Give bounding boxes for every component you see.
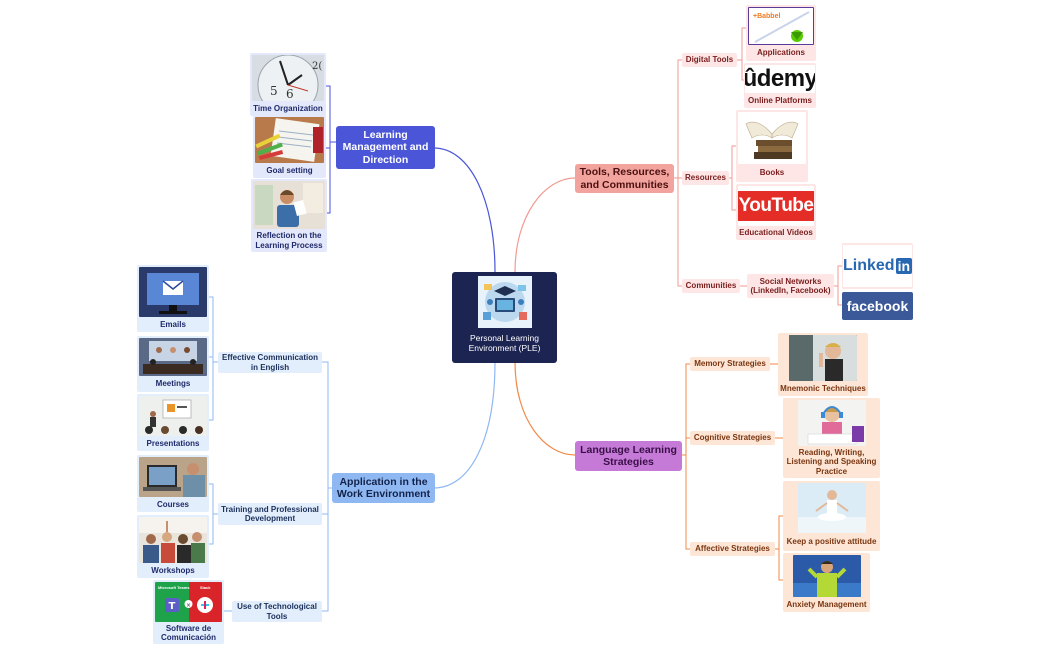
linkedin-card[interactable]: Linked in (842, 243, 913, 289)
clock-image: 5 6 2( (252, 55, 324, 101)
topic-workshops-label: Workshops (151, 565, 195, 575)
subtopic-digital-tools-label: Digital Tools (685, 55, 734, 65)
topic-emails[interactable]: Emails (137, 265, 209, 332)
topic-anxiety-management-label: Anxiety Management (786, 599, 867, 609)
topic-online-platforms[interactable]: ûdemy Online Platforms (744, 63, 816, 108)
subtopic-communities-label: Communities (685, 281, 737, 291)
topic-meetings-label: Meetings (155, 379, 191, 389)
subtopic-affective-strategies-label: Affective Strategies (695, 544, 770, 554)
slack-logo-caption: Slack (200, 585, 211, 590)
topic-anxiety-management[interactable]: Anxiety Management (783, 553, 870, 612)
topic-communication-software[interactable]: T × Microsoft Teams Slack Software de Co… (153, 580, 224, 644)
student-headphones-image (797, 400, 866, 446)
branch-learning-management-label: Learning Management and Direction (342, 129, 429, 166)
topic-communication-software-label: Software de Comunicación (160, 623, 217, 642)
topic-social-networks-label: Social Networks (LinkedIn, Facebook) (750, 276, 831, 295)
facebook-logo: facebook (842, 292, 913, 320)
youtube-logo-text: YouTube (738, 191, 814, 221)
email-monitor-image (139, 267, 207, 317)
topic-applications-label: Applications (756, 48, 805, 58)
laptop-course-image (139, 457, 207, 497)
topic-courses-label: Courses (156, 499, 189, 509)
babbel-duolingo-image: +Babbel (748, 7, 814, 45)
workshop-image (139, 517, 207, 563)
branch-tools-resources-label: Tools, Resources, and Communities (579, 166, 670, 191)
linkedin-in-badge: in (895, 258, 912, 274)
subtopic-cognitive-strategies-label: Cognitive Strategies (693, 433, 772, 443)
subtopic-technological-tools-label: Use of Technological Tools (237, 602, 317, 621)
branch-learning-management[interactable]: Learning Management and Direction (336, 126, 435, 169)
svg-text:6: 6 (286, 87, 294, 101)
topic-mnemonic-techniques[interactable]: Mnemonic Techniques (778, 333, 868, 396)
topic-educational-videos-label: Educational Videos (739, 228, 813, 238)
branch-language-strategies-label: Language Learning Strategies (580, 443, 677, 468)
svg-text:2(: 2( (312, 61, 322, 72)
subtopic-affective-strategies[interactable]: Affective Strategies (690, 542, 775, 556)
svg-text:×: × (186, 602, 191, 609)
babbel-logo-text: +Babbel (753, 13, 781, 20)
youtube-logo: YouTube (738, 186, 814, 226)
topic-skills-practice-label: Reading, Writing, Listening and Speaking… (786, 448, 877, 476)
person-reading-image (253, 181, 325, 229)
udemy-logo-text: ûdemy (745, 65, 815, 92)
topic-time-organization-label: Time Organization (253, 103, 323, 113)
topic-reflection-learning-label: Reflection on the Learning Process (255, 231, 323, 250)
topic-presentations[interactable]: Presentations (137, 394, 209, 451)
udemy-logo: ûdemy (745, 65, 815, 93)
topic-emails-label: Emails (160, 319, 186, 329)
topic-social-networks[interactable]: Social Networks (LinkedIn, Facebook) (747, 274, 834, 298)
subtopic-memory-strategies-label: Memory Strategies (694, 359, 766, 369)
teams-slack-image: T × Microsoft Teams Slack (155, 582, 222, 622)
subtopic-training-development[interactable]: Training and Professional Development (218, 503, 322, 525)
topic-workshops[interactable]: Workshops (137, 515, 209, 578)
topic-goal-setting[interactable]: Goal setting (253, 115, 326, 178)
topic-time-organization[interactable]: 5 6 2( Time Organization (250, 53, 326, 116)
svg-text:T: T (169, 601, 176, 612)
branch-work-environment-label: Application in the Work Environment (336, 475, 431, 500)
books-image (738, 112, 806, 164)
topic-skills-practice[interactable]: Reading, Writing, Listening and Speaking… (783, 398, 880, 478)
branch-language-strategies[interactable]: Language Learning Strategies (575, 441, 682, 471)
branch-work-environment[interactable]: Application in the Work Environment (332, 473, 435, 503)
subtopic-effective-communication[interactable]: Effective Communication in English (218, 352, 322, 373)
topic-goal-setting-label: Goal setting (266, 165, 313, 175)
svg-text:5: 5 (270, 84, 278, 98)
teams-logo-caption: Microsoft Teams (158, 585, 190, 590)
topic-books-label: Books (759, 168, 785, 178)
subtopic-digital-tools[interactable]: Digital Tools (682, 53, 737, 67)
facebook-logo-text: facebook (846, 298, 909, 314)
topic-mnemonic-techniques-label: Mnemonic Techniques (780, 383, 866, 393)
linkedin-logo: Linked in (843, 245, 912, 287)
topic-online-platforms-label: Online Platforms (747, 95, 812, 105)
topic-books[interactable]: Books (736, 110, 808, 182)
branch-tools-resources[interactable]: Tools, Resources, and Communities (575, 164, 674, 193)
central-topic-label: Personal Learning Environment (PLE) (468, 333, 541, 354)
subtopic-resources[interactable]: Resources (682, 171, 729, 185)
learning-environment-illustration (477, 276, 532, 328)
subtopic-effective-communication-label: Effective Communication in English (221, 353, 318, 372)
subtopic-memory-strategies[interactable]: Memory Strategies (690, 357, 770, 371)
meditation-image (797, 483, 866, 533)
facebook-card[interactable]: facebook (842, 292, 913, 320)
subtopic-training-development-label: Training and Professional Development (221, 504, 319, 523)
topic-reflection-learning[interactable]: Reflection on the Learning Process (251, 179, 327, 252)
linkedin-logo-text: Linked (843, 257, 895, 274)
subtopic-resources-label: Resources (685, 173, 726, 183)
topic-applications[interactable]: +Babbel Applications (746, 5, 816, 61)
thinking-man-image (789, 335, 857, 381)
subtopic-communities[interactable]: Communities (682, 279, 740, 293)
topic-meetings[interactable]: Meetings (137, 336, 209, 392)
topic-positive-attitude-label: Keep a positive attitude (786, 537, 877, 547)
subtopic-technological-tools[interactable]: Use of Technological Tools (232, 601, 322, 622)
topic-educational-videos[interactable]: YouTube Educational Videos (736, 184, 816, 240)
topic-positive-attitude[interactable]: Keep a positive attitude (783, 481, 880, 551)
presentation-image (139, 396, 207, 436)
calm-man-image (792, 555, 861, 597)
video-meeting-image (139, 338, 207, 376)
subtopic-cognitive-strategies[interactable]: Cognitive Strategies (690, 431, 775, 445)
topic-presentations-label: Presentations (146, 438, 200, 448)
notebook-image (255, 117, 324, 163)
topic-courses[interactable]: Courses (137, 455, 209, 512)
central-topic[interactable]: Personal Learning Environment (PLE) (452, 272, 557, 363)
